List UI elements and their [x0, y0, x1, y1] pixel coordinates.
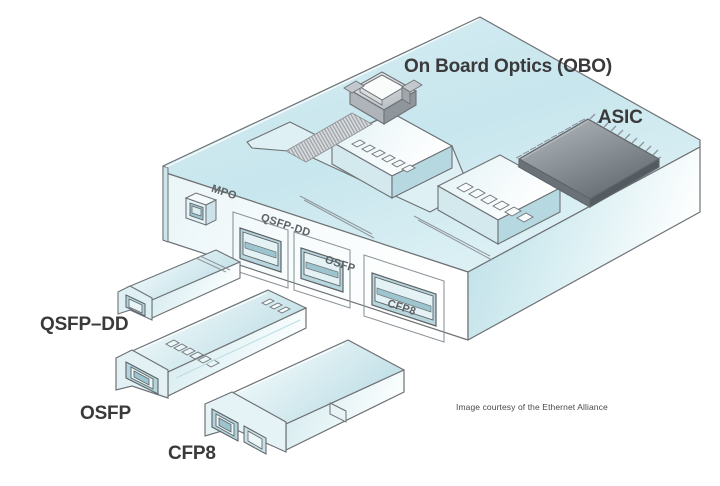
- label-osfp: OSFP: [80, 403, 131, 424]
- label-on-board-optics: On Board Optics (OBO): [404, 56, 612, 77]
- chassis-top-highlight: [165, 18, 480, 168]
- label-cfp8: CFP8: [168, 443, 216, 464]
- label-qsfp-dd: QSFP–DD: [40, 314, 129, 335]
- port-mpo[interactable]: [184, 192, 218, 226]
- transceiver-cfp8: [204, 339, 405, 455]
- faceplate-ports: MPO QSFP-DD OSFP CFP8: [184, 183, 445, 343]
- port-qsfp-dd[interactable]: [232, 211, 289, 289]
- label-asic: ASIC: [598, 107, 643, 128]
- obo-ribbon-cable: [285, 112, 373, 163]
- port-cfp8[interactable]: [363, 254, 445, 343]
- chassis-left-edge: [162, 165, 169, 243]
- port-osfp[interactable]: [293, 231, 351, 309]
- on-board-optics-module: [285, 71, 423, 163]
- asic-chip: [515, 113, 662, 208]
- transceiver-qsfp-dd: [117, 249, 241, 321]
- internal-connector-cages: [299, 112, 562, 261]
- pcb-trace-lines: [299, 195, 493, 261]
- osfp-rear-contacts: [261, 298, 291, 314]
- osfp-heatsink-fins: [165, 339, 220, 368]
- faceplate-label-group: MPO QSFP-DD OSFP CFP8: [210, 183, 418, 318]
- asic-body-side2: [589, 158, 660, 208]
- image-credit: Image courtesy of the Ethernet Alliance: [456, 402, 608, 412]
- transceiver-osfp: [115, 289, 307, 399]
